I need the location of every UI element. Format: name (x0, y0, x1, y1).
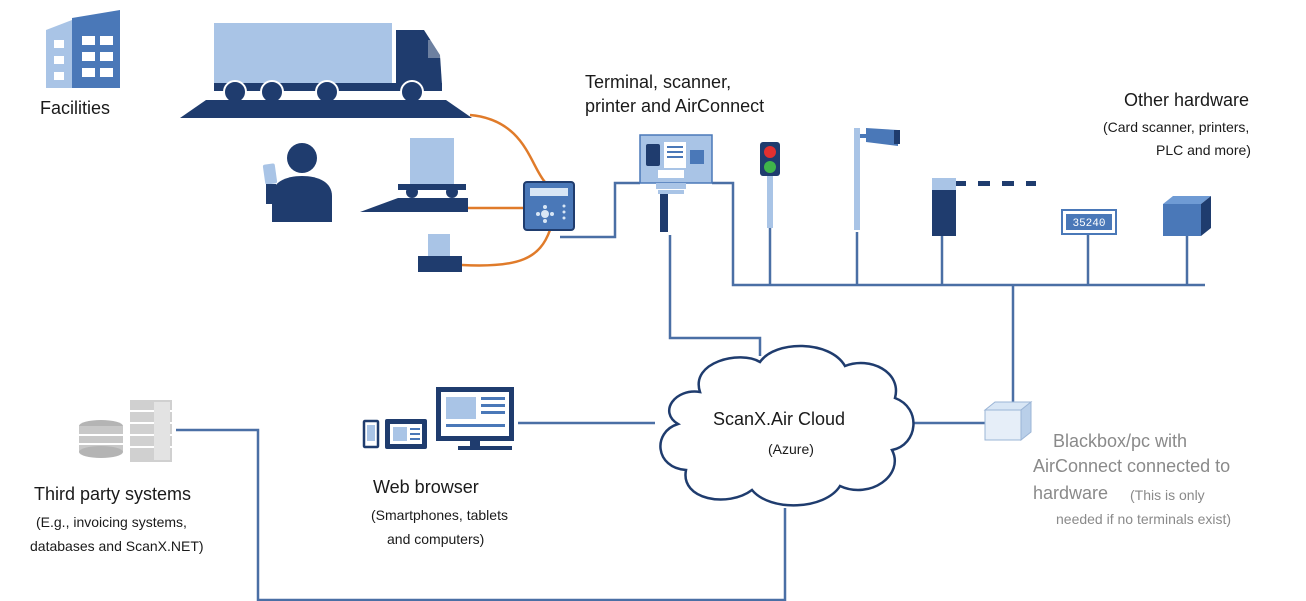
blackbox-label-line3: hardware (1033, 483, 1109, 503)
hardware-cube-icon (1163, 196, 1211, 236)
cloud-title: ScanX.Air Cloud (713, 409, 846, 429)
link-terminal-bus (712, 181, 1205, 287)
kiosk-terminal-icon (639, 134, 713, 232)
terminal-label-line1: Terminal, scanner, (585, 72, 732, 92)
tablet-icon (385, 419, 427, 449)
link-terminal-cloud (668, 235, 762, 356)
phone-icon (362, 419, 380, 449)
server-icon (130, 400, 172, 462)
third-party-title: Third party systems (34, 484, 192, 504)
cable-lines (461, 113, 552, 267)
terminal-label-line2: printer and AirConnect (585, 96, 765, 116)
connection-lines (176, 181, 1205, 601)
web-browser-title: Web browser (373, 477, 479, 497)
display-digits: 35240 (1072, 218, 1105, 230)
cloud-subtitle: (Azure) (768, 441, 814, 457)
blackbox-label-line2: AirConnect connected to (1033, 456, 1231, 476)
camera-icon (854, 128, 900, 230)
web-browser-sub1: (Smartphones, tablets (371, 507, 508, 523)
link-controller-terminal (560, 181, 640, 239)
link-thirdparty-cloud (176, 428, 787, 601)
other-hardware-sub2: PLC and more) (1156, 142, 1251, 158)
cable-truck-scale (469, 113, 546, 183)
cloud-icon (659, 344, 915, 507)
digital-display-icon: 35240 (1061, 209, 1117, 235)
web-browser-sub2: and computers) (387, 531, 485, 547)
blackbox-note2: needed if no terminals exist) (1056, 511, 1232, 527)
bench-scale-icon (418, 234, 462, 272)
database-icon (79, 420, 123, 458)
barrier-gate-icon (932, 178, 1036, 236)
blackbox-note1: (This is only (1130, 487, 1205, 503)
third-party-sub1: (E.g., invoicing systems, (36, 514, 187, 530)
other-hardware-title: Other hardware (1124, 90, 1250, 110)
facilities-label: Facilities (40, 98, 111, 118)
blackbox-icon (983, 400, 1033, 442)
person-icon (262, 143, 332, 222)
building-icon (46, 10, 120, 88)
truck-icon (180, 23, 472, 118)
terminal-controller-icon (523, 181, 575, 231)
traffic-light-icon (760, 142, 780, 228)
third-party-sub2: databases and ScanX.NET) (30, 538, 204, 554)
scale-icon (360, 138, 468, 212)
other-hardware-sub1: (Card scanner, printers, (1103, 119, 1250, 135)
blackbox-label-line1: Blackbox/pc with (1053, 431, 1188, 451)
cable-bench-scale (461, 229, 552, 267)
computer-icon (436, 387, 514, 450)
